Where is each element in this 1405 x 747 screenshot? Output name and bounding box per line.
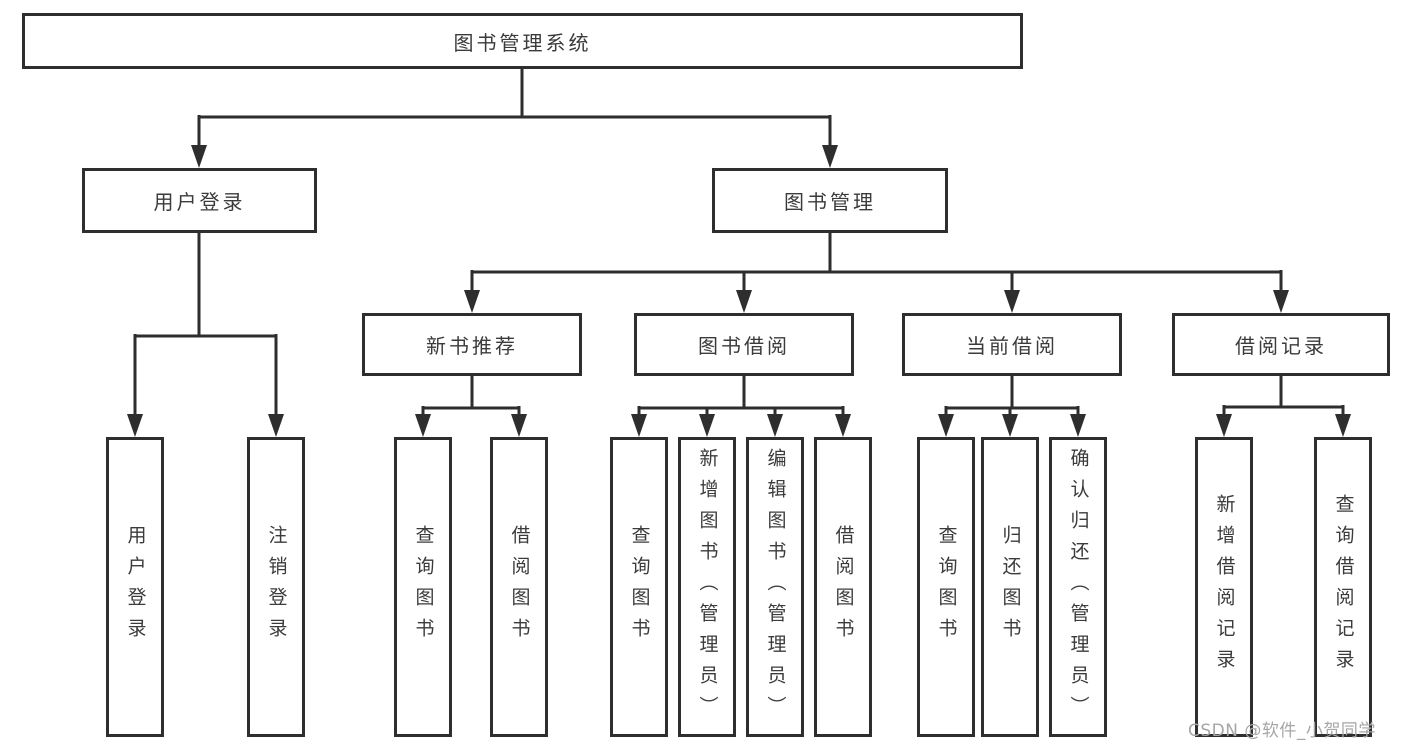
leaf-query-books-borrowing: 查询图书	[610, 437, 668, 737]
node-label: 图书借阅	[698, 334, 790, 358]
leaf-borrow-books-recommend: 借阅图书	[490, 437, 548, 737]
node-label: 新增借阅记录	[1213, 494, 1236, 680]
node-label: 借阅图书	[508, 525, 531, 649]
leaf-logout-login: 注销登录	[247, 437, 305, 737]
leaf-return-book: 归还图书	[981, 437, 1039, 737]
node-label: 新书推荐	[426, 334, 518, 358]
node-book-management: 图书管理	[712, 168, 948, 233]
node-new-book-recommendation: 新书推荐	[362, 313, 582, 376]
leaf-query-books-current: 查询图书	[917, 437, 975, 737]
node-label: 查询图书	[628, 525, 651, 649]
csdn-watermark: CSDN @软件_小贺同学	[1188, 721, 1376, 741]
node-user-login: 用户登录	[82, 168, 317, 233]
node-label: 注销登录	[265, 525, 288, 649]
leaf-add-book-admin: 新增图书（管理员）	[678, 437, 736, 737]
leaf-user-login: 用户登录	[106, 437, 164, 737]
leaf-edit-book-admin: 编辑图书（管理员）	[746, 437, 804, 737]
node-label: 借阅记录	[1235, 334, 1327, 358]
node-label: 新增图书（管理员）	[696, 447, 719, 727]
node-label: 查询借阅记录	[1332, 494, 1355, 680]
node-borrowing-records: 借阅记录	[1172, 313, 1390, 376]
node-label: 编辑图书（管理员）	[764, 447, 787, 727]
leaf-borrow-books-borrowing: 借阅图书	[814, 437, 872, 737]
node-label: 确认归还（管理员）	[1067, 447, 1090, 727]
node-library-management-system: 图书管理系统	[22, 13, 1023, 69]
node-book-borrowing: 图书借阅	[634, 313, 854, 376]
node-label: 用户登录	[153, 190, 246, 214]
node-label: 借阅图书	[832, 525, 855, 649]
leaf-query-books-recommend: 查询图书	[394, 437, 452, 737]
node-label: 图书管理	[784, 190, 876, 214]
node-label: 图书管理系统	[453, 30, 592, 55]
leaf-confirm-return-admin: 确认归还（管理员）	[1049, 437, 1107, 737]
node-label: 用户登录	[124, 525, 147, 649]
leaf-query-borrow-record: 查询借阅记录	[1314, 437, 1372, 737]
node-label: 归还图书	[999, 525, 1022, 649]
leaf-add-borrow-record: 新增借阅记录	[1195, 437, 1253, 737]
node-label: 查询图书	[935, 525, 958, 649]
node-current-borrowing: 当前借阅	[902, 313, 1122, 376]
node-label: 查询图书	[412, 525, 435, 649]
node-label: 当前借阅	[966, 334, 1058, 358]
